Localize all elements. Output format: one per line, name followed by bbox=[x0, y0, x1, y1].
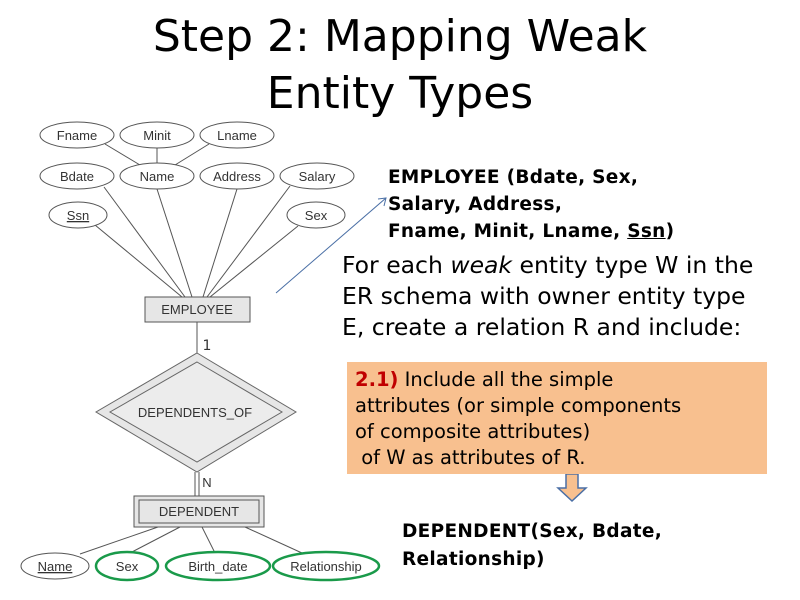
primary-key: Ssn bbox=[627, 221, 666, 242]
svg-text:N: N bbox=[202, 475, 211, 490]
callout-box: 2.1) Include all the simple attributes (… bbox=[347, 362, 767, 474]
svg-text:DEPENDENTS_OF: DEPENDENTS_OF bbox=[138, 405, 252, 420]
svg-text:Minit: Minit bbox=[143, 128, 171, 143]
svg-text:Sex: Sex bbox=[305, 208, 328, 223]
dep-attr-relationship bbox=[271, 550, 381, 582]
dependent-relation: DEPENDENT(Sex, Bdate, Relationship) bbox=[402, 521, 663, 570]
dep-attr-birth-date bbox=[164, 550, 272, 582]
svg-text:Address: Address bbox=[213, 169, 261, 184]
svg-text:Sex: Sex bbox=[116, 559, 139, 574]
attr-fname bbox=[39, 121, 115, 149]
attr-minit bbox=[119, 121, 195, 149]
attr-ssn bbox=[48, 201, 108, 229]
employee-relation: EMPLOYEE (Bdate, Sex, Salary, Address, F… bbox=[388, 167, 675, 242]
attr-sex bbox=[286, 201, 346, 229]
rule-paragraph: For each weak entity type W in the ER sc… bbox=[342, 251, 754, 341]
attr-salary bbox=[279, 162, 355, 190]
dep-attr-sex bbox=[94, 550, 160, 582]
svg-text:1: 1 bbox=[203, 338, 212, 354]
svg-text:Relationship: Relationship bbox=[290, 559, 362, 574]
svg-text:Birth_date: Birth_date bbox=[188, 559, 247, 574]
svg-text:Salary: Salary bbox=[299, 169, 336, 184]
svg-text:Ssn: Ssn bbox=[67, 208, 89, 223]
svg-text:Lname: Lname bbox=[217, 128, 257, 143]
slide-title: Step 2: Mapping Weak Entity Types bbox=[152, 11, 648, 119]
dep-attr-name bbox=[20, 552, 90, 580]
svg-text:EMPLOYEE: EMPLOYEE bbox=[161, 302, 233, 317]
svg-text:Bdate: Bdate bbox=[60, 169, 94, 184]
attr-bdate bbox=[39, 162, 115, 190]
svg-text:DEPENDENT: DEPENDENT bbox=[159, 504, 239, 519]
attr-lname bbox=[199, 121, 275, 149]
svg-text:Fname: Fname bbox=[57, 128, 97, 143]
attr-name bbox=[119, 162, 195, 190]
svg-text:Name: Name bbox=[140, 169, 175, 184]
pointer-arrow bbox=[275, 197, 387, 294]
svg-text:Name: Name bbox=[38, 559, 73, 574]
attr-address bbox=[199, 162, 275, 190]
entity-employee bbox=[144, 296, 251, 323]
down-arrow-icon bbox=[556, 473, 588, 503]
